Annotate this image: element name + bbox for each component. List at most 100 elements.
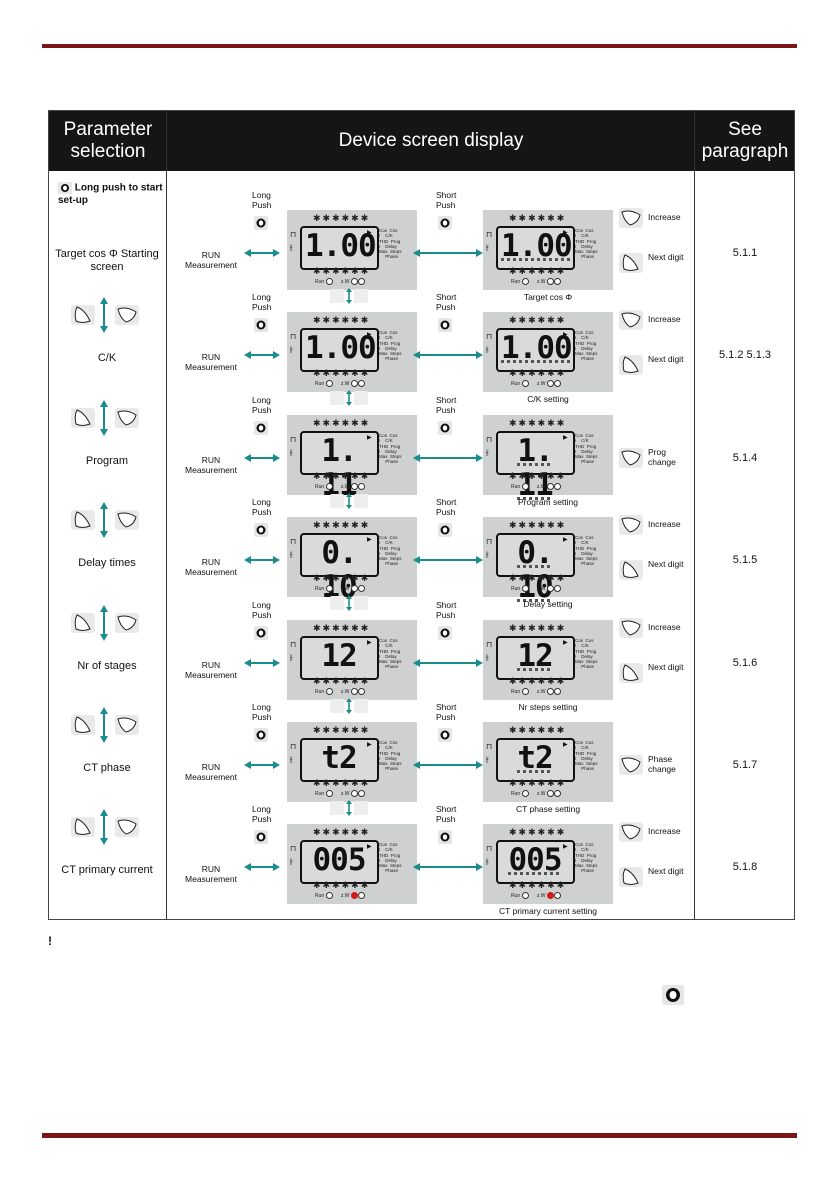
action-button-icon[interactable] (618, 821, 644, 843)
lcd-wave-symbol: ⊓ (290, 230, 297, 239)
lcd-frame (300, 226, 379, 270)
action-button-icon[interactable] (618, 617, 644, 639)
down-button-icon (114, 407, 140, 429)
action-button-icon[interactable] (618, 252, 644, 274)
ok-button-icon[interactable] (438, 318, 452, 332)
vertical-arrow-icon (345, 800, 353, 816)
up-button-icon (70, 509, 96, 531)
lcd-status-bar: Run z.W (315, 278, 405, 285)
setting-caption: C/K setting (527, 394, 569, 404)
lcd-pointer-icon: ▶ (563, 230, 568, 236)
action-label: Next digit (648, 662, 684, 672)
action-button-icon[interactable] (618, 559, 644, 581)
ok-button-icon[interactable] (254, 421, 268, 435)
run-measurement-label: RUN Measurement (185, 352, 237, 372)
ok-button-icon[interactable] (254, 830, 268, 844)
lcd-top-indicators: ✱✱✱✱✱✱ (313, 520, 371, 530)
long-push-label: Long Push (252, 497, 272, 517)
action-button-icon[interactable] (618, 354, 644, 376)
action-button-icon[interactable] (618, 662, 644, 684)
lcd-top-indicators: ✱✱✱✱✱✱ (509, 418, 567, 428)
ok-button-icon[interactable] (438, 626, 452, 640)
nav-buttons-below-display (324, 800, 374, 816)
action-button-icon[interactable] (618, 754, 644, 776)
lcd-status-bar: Run z.W (511, 380, 601, 387)
header-device-screen: Device screen display (338, 130, 524, 151)
action-button-icon[interactable] (618, 207, 644, 229)
down-button-icon (354, 494, 368, 508)
run-measurement-label: RUN Measurement (185, 762, 237, 782)
parameter-label: CT primary current (61, 864, 153, 876)
bidirectional-arrow-icon (413, 450, 483, 462)
down-button-icon (354, 596, 368, 610)
lcd-pointer-icon: ▶ (563, 640, 568, 646)
action-label: Phase change (648, 754, 676, 774)
lcd-status-bar: Run z.W (511, 790, 601, 797)
lcd-frame (300, 840, 379, 884)
short-push-label: Short Push (436, 292, 457, 312)
action-button-icon[interactable] (618, 514, 644, 536)
lcd-wave-symbol: ⊓ (290, 844, 297, 853)
ok-button-icon[interactable] (438, 216, 452, 230)
up-button-icon (70, 714, 96, 736)
ok-button-icon[interactable] (254, 216, 268, 230)
action-button-icon[interactable] (618, 866, 644, 888)
ok-button-icon[interactable] (438, 728, 452, 742)
ok-button-icon[interactable] (254, 318, 268, 332)
lcd-capacitor-symbol: ⫲ (486, 653, 489, 662)
vertical-arrow-icon (99, 297, 109, 333)
lcd-value: 0. 10 (321, 535, 357, 605)
lcd-frame (300, 533, 379, 577)
lcd-status-bar: Run z.W (511, 483, 601, 490)
bidirectional-arrow-icon (413, 347, 483, 359)
lcd-wave-symbol: ⊓ (486, 230, 493, 239)
down-button-icon (354, 289, 368, 303)
lcd-wave-symbol: ⊓ (486, 640, 493, 649)
lcd-frame (300, 328, 379, 372)
ok-button-icon[interactable] (254, 728, 268, 742)
ok-button-icon[interactable] (254, 523, 268, 537)
lcd-status-bar: Run z.W (511, 585, 601, 592)
lcd-capacitor-symbol: ⫲ (486, 857, 489, 866)
nav-buttons-below-display (324, 595, 374, 611)
down-button-icon (114, 509, 140, 531)
run-measurement-label: RUN Measurement (185, 557, 237, 577)
down-button-icon (114, 612, 140, 634)
bidirectional-arrow-icon (244, 245, 280, 257)
lcd-value: 1.00 (501, 228, 573, 264)
nav-buttons-below-display (324, 493, 374, 509)
ok-button-icon[interactable] (254, 626, 268, 640)
action-button-icon[interactable] (618, 309, 644, 331)
ok-button-icon[interactable] (438, 421, 452, 435)
table-header: Parameter selection Device screen displa… (49, 111, 794, 171)
vertical-arrow-icon (345, 288, 353, 304)
vertical-arrow-icon (99, 605, 109, 641)
run-measurement-label: RUN Measurement (185, 864, 237, 884)
action-button-icon[interactable] (618, 447, 644, 469)
up-button-icon (70, 816, 96, 838)
lcd-top-indicators: ✱✱✱✱✱✱ (509, 520, 567, 530)
up-button-icon (330, 391, 344, 405)
lcd-status-bar: Run z.W (511, 688, 601, 695)
short-push-label: Short Push (436, 804, 457, 824)
ok-button-icon[interactable] (438, 523, 452, 537)
ok-button-icon[interactable] (438, 830, 452, 844)
lcd-bottom-indicators: ✱✱✱✱✱✱ (509, 880, 567, 890)
lcd-bottom-indicators: ✱✱✱✱✱✱ (313, 471, 371, 481)
lcd-pointer-icon: ▶ (367, 640, 372, 646)
lcd-capacitor-symbol: ⫲ (290, 448, 293, 457)
ok-button-icon (662, 985, 684, 1005)
vertical-arrow-icon (99, 707, 109, 743)
paragraph-reference: 5.1.4 (732, 452, 758, 464)
paragraph-reference: 5.1.1 (732, 247, 758, 259)
